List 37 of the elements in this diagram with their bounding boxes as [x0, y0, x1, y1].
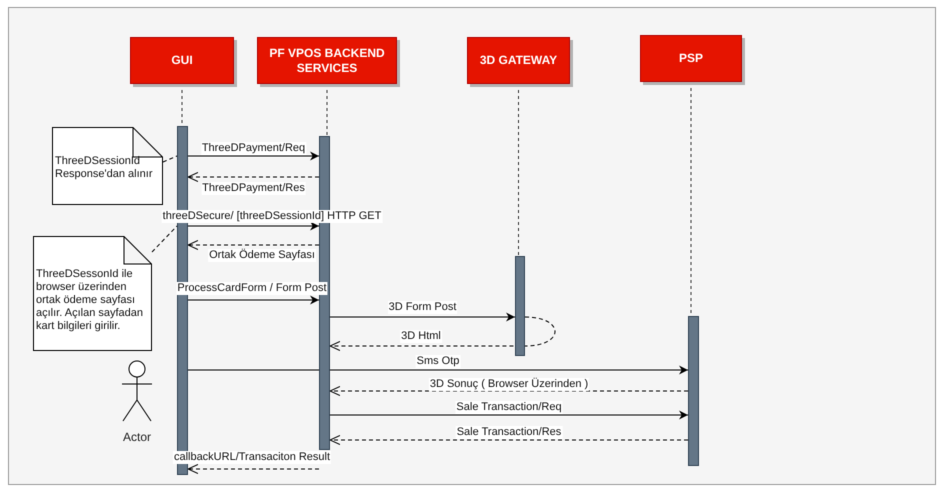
message-arrow [330, 312, 516, 322]
edge-label: 3D Html [400, 330, 442, 343]
message-arrow [188, 464, 320, 474]
note [33, 236, 152, 351]
message-arrow [330, 410, 688, 420]
edge-label: 3D Sonuç ( Browser Üzerinden ) [428, 378, 590, 391]
participant-box: GUI [130, 37, 234, 84]
note-connector [162, 156, 178, 162]
edge-label: Sale Transaction/Res [456, 426, 562, 439]
message-arrow [330, 435, 688, 445]
edge-label: ProcessCardForm / Form Post [176, 282, 328, 295]
note [52, 127, 163, 205]
edge-label: Sale Transaction/Req [455, 401, 563, 414]
edge-label: callbackURL/Transaciton Result [172, 451, 332, 464]
edge-label: Ortak Ödeme Sayfası [208, 249, 316, 262]
message-arrow [188, 172, 320, 182]
message-arrow [330, 386, 688, 396]
message-arrow [188, 366, 688, 374]
actor-label: Actor [122, 430, 151, 444]
message-arrow [188, 296, 320, 304]
edge-label: 3D Form Post [388, 301, 458, 314]
note-connector [152, 226, 178, 252]
edge-label: ThreeDPayment/Res [201, 182, 306, 195]
edge-label: Sms Otp [416, 355, 460, 368]
edge-label: ThreeDPayment/Req [200, 142, 306, 155]
participant-box: 3D GATEWAY [467, 37, 570, 84]
participant-box: PF VPOS BACKEND SERVICES [257, 37, 397, 84]
edge-label: threeDSecure/ [threeDSessionId] HTTP GET [162, 210, 382, 223]
message-arrow [188, 152, 320, 160]
note-text: ThreeDSessionId Response'dan alınır [55, 155, 154, 181]
message-arrow [188, 240, 320, 250]
message-arrow [188, 222, 320, 230]
activation-bar [515, 256, 525, 356]
participant-box: PSP [640, 35, 742, 82]
message-arrow [330, 316, 556, 351]
note-text: ThreeDSessonId ile browser üzerinden ortak ödeme sayfası açılır. Açılan sayfadan kart bilgileri girilir. [36, 268, 144, 333]
activation-bar [688, 316, 699, 466]
